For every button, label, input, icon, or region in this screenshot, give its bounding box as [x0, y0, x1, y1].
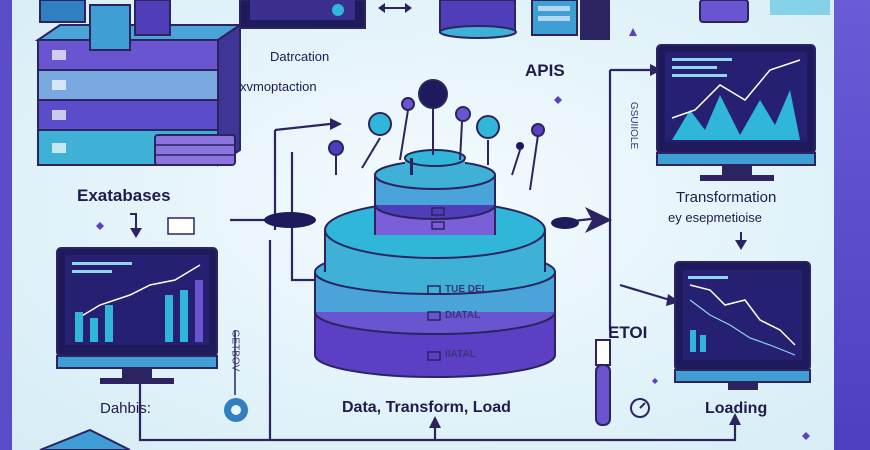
node: [455, 106, 471, 122]
top-right-cloud: [770, 0, 830, 15]
mini-badge-icon: [167, 217, 195, 235]
node-large: [418, 79, 448, 109]
label-xvmoptaction: xvmoptaction: [240, 79, 317, 94]
server-led: [52, 143, 66, 153]
label-dahbise: Dahbis:: [100, 400, 151, 417]
junction-node-left: [264, 212, 316, 228]
arrow-to-cylinder: [330, 118, 342, 130]
small-server-box-2: [134, 0, 171, 36]
connector-right-lower: [619, 283, 671, 302]
arrow-down-transformation: [735, 240, 747, 250]
disk-stack: [154, 134, 236, 166]
central-database-cylinder: [314, 149, 556, 378]
node: [476, 115, 500, 139]
data-nodes: [328, 79, 545, 156]
arrow-right-big: [585, 207, 612, 233]
top-laptop-screen: [250, 0, 355, 20]
label-etl-caption: Data, Transform, Load: [342, 399, 511, 416]
label-datrcation: Datrcation: [270, 49, 330, 64]
server-led: [52, 110, 66, 120]
test-tube-top: [595, 339, 611, 366]
left-border: [0, 0, 12, 450]
label-loading: Loading: [705, 400, 768, 417]
tier-label-1: TUE DEL: [445, 284, 488, 295]
small-server-box-3: [39, 0, 86, 23]
server-stack-top-left: [34, 0, 244, 167]
arrow-down-exatabases: [130, 228, 142, 238]
top-arrowhead-right: [405, 3, 412, 13]
node: [531, 123, 545, 137]
node-small: [516, 142, 524, 150]
server-stack-top-middle: [439, 0, 610, 40]
arrow-up-etl: [429, 416, 441, 428]
gauge-icon: [630, 398, 650, 418]
server-side-face: [217, 23, 241, 167]
monitor-right-bottom: [674, 261, 811, 390]
test-tube-icon: [595, 364, 611, 426]
arrow-up-loading: [729, 413, 741, 425]
node: [328, 140, 344, 156]
bottom-left-box: [39, 428, 131, 450]
server-led: [52, 50, 66, 60]
label-etoi: ETOI: [608, 323, 648, 342]
label-transformation: Transformation: [676, 189, 777, 206]
data-pins: [335, 108, 539, 191]
server-led: [52, 80, 66, 90]
right-border: [834, 0, 870, 450]
label-apis: APIS: [525, 61, 565, 80]
small-server-box: [89, 4, 131, 51]
tier-label-3: IIATAL: [445, 349, 476, 360]
top-right-card: [699, 0, 749, 23]
junction-node-right: [551, 217, 579, 229]
node: [368, 112, 392, 136]
connector-top-left: [274, 122, 331, 132]
label-transformation-sub: ey esepmetioise: [668, 210, 762, 225]
connector-lines: [138, 68, 737, 442]
arrow-stem-left: [130, 213, 137, 228]
tier-label-2: DIATAL: [445, 310, 481, 321]
monitor-left: [56, 247, 218, 384]
node: [401, 97, 415, 111]
sparkle-decorations: [96, 28, 810, 440]
monitor-right-top: [656, 44, 816, 181]
connector-bottom: [138, 380, 737, 442]
label-exatabases: Exatabases: [77, 186, 171, 205]
label-vertical-left: GETBOV: [229, 329, 241, 372]
label-vertical-right: GSUIIOLE: [628, 101, 640, 150]
top-arrowhead-left: [378, 3, 385, 13]
top-laptop-icon: [332, 4, 344, 16]
